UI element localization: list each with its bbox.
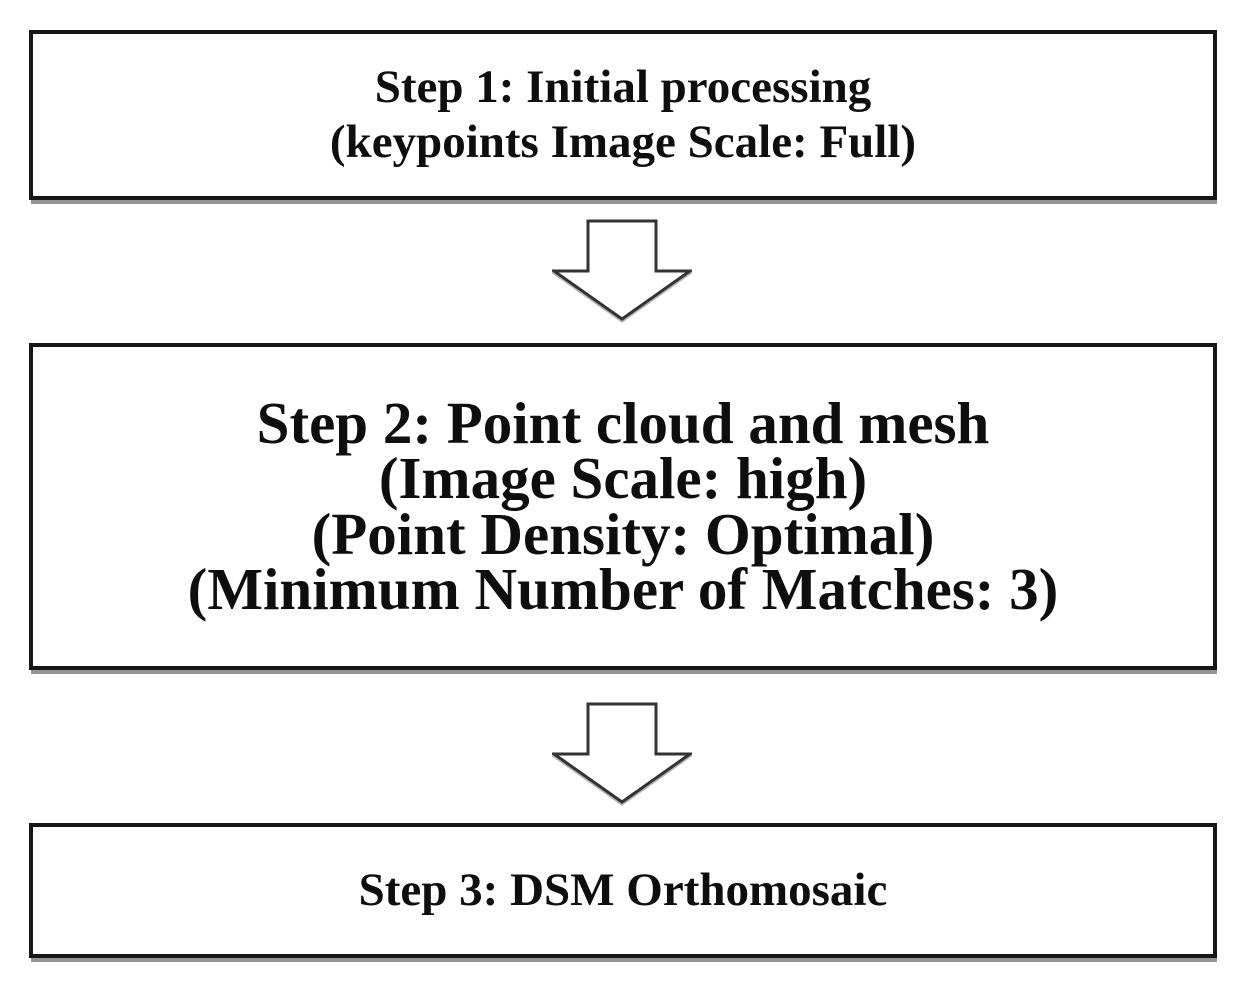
step2-parameter-image-scale: (Image Scale: high) <box>378 445 868 511</box>
step3-box: Step 3: DSM Orthomosaic <box>29 823 1217 958</box>
step1-box: Step 1: Initial processing (keypoints Im… <box>29 30 1217 200</box>
step1-parameters: (keypoints Image Scale: Full) <box>329 116 917 168</box>
down-arrow-icon <box>552 219 692 321</box>
step2-title: Step 2: Point cloud and mesh <box>256 389 990 456</box>
down-arrow-icon <box>552 702 692 804</box>
step3-title: Step 3: DSM Orthomosaic <box>358 864 888 916</box>
step2-parameter-min-matches: (Minimum Number of Matches: 3) <box>187 556 1059 622</box>
step2-parameter-point-density: (Point Density: Optimal) <box>311 500 935 567</box>
step2-box: Step 2: Point cloud and mesh (Image Scal… <box>29 343 1217 670</box>
step1-title: Step 1: Initial processing <box>374 61 872 113</box>
